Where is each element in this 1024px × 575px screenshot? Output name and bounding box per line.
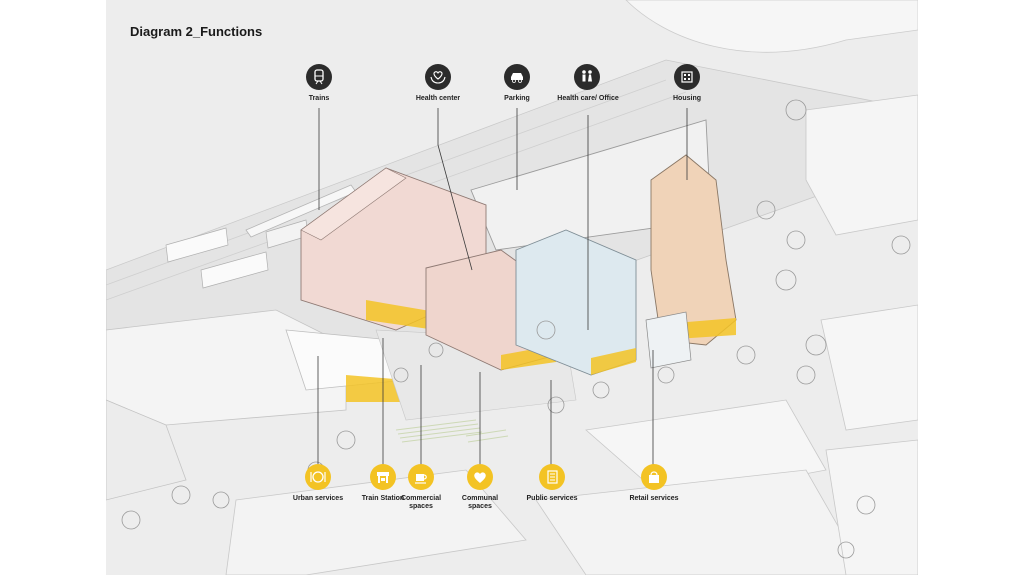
diagram-board: Diagram 2_Functions Trains Health center… [106, 0, 918, 575]
train-car [200, 251, 269, 289]
retail-pavilion [645, 311, 692, 369]
label-trains: Trains [308, 95, 330, 102]
heart-hands-icon [425, 64, 451, 90]
train-icon [306, 64, 332, 90]
context-building [825, 439, 918, 575]
label-urban-services: Urban services [292, 495, 344, 502]
apartment-icon [674, 64, 700, 90]
label-commercial-spaces: Commercial spaces [400, 495, 442, 510]
curved-structure [625, 0, 918, 53]
people-icon [574, 64, 600, 90]
health-center-arches [366, 300, 436, 330]
coffee-icon [408, 464, 434, 490]
context-building [820, 304, 918, 431]
shopping-bag-icon [641, 464, 667, 490]
label-public-services: Public services [526, 495, 578, 502]
label-train-station: Train Station [361, 495, 405, 502]
label-parking: Parking [504, 95, 530, 102]
context-building [106, 399, 187, 501]
trees [121, 99, 911, 559]
station-icon [370, 464, 396, 490]
label-health-care-office: Health care/ Office [557, 95, 619, 102]
plaza-steps [395, 419, 509, 443]
train-car [165, 227, 229, 263]
label-housing: Housing [673, 95, 701, 102]
label-retail-services: Retail services [629, 495, 679, 502]
leader-lines [317, 108, 688, 465]
document-icon [539, 464, 565, 490]
context-building [535, 469, 867, 575]
isometric-site-drawing [106, 0, 918, 575]
context-building [805, 94, 918, 236]
car-icon [504, 64, 530, 90]
label-communal-spaces: Communal spaces [461, 495, 499, 510]
dining-icon [305, 464, 331, 490]
label-health-center: Health center [415, 95, 461, 102]
diagram-title: Diagram 2_Functions [130, 24, 263, 39]
handshake-heart-icon [467, 464, 493, 490]
market-hall-ground-floor [346, 375, 406, 402]
context-building [106, 309, 347, 426]
